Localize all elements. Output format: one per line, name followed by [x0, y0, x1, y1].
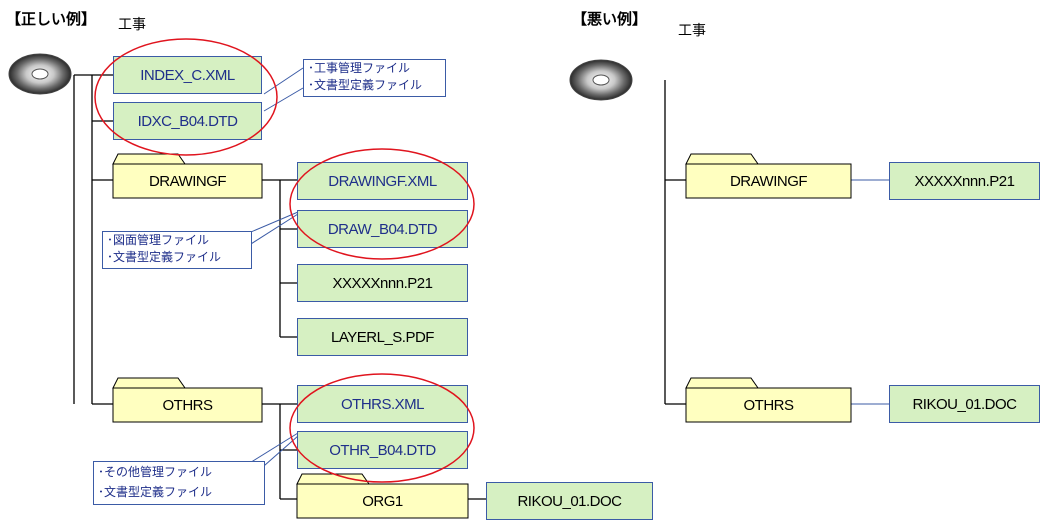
cd-disc-icon [569, 59, 633, 101]
othrs-note: ･その他管理ファイル ･文書型定義ファイル [93, 461, 265, 505]
bad-example-heading: 【悪い例】 [572, 10, 648, 28]
folder-drawingf: DRAWINGF [148, 172, 227, 190]
folder-icon [112, 153, 186, 165]
note-line: ･図面管理ファイル [107, 233, 210, 247]
cd-disc-icon [8, 53, 72, 95]
folder-org1: ORG1 [362, 492, 403, 510]
folder-icon [296, 483, 469, 519]
folder-icon [685, 387, 852, 423]
good-example-heading: 【正しい例】 [6, 10, 97, 28]
file-index-xml: INDEX_C.XML [113, 56, 262, 94]
file-draw-dtd: DRAW_B04.DTD [297, 210, 468, 248]
folder-icon [685, 377, 759, 389]
folder-icon [685, 163, 852, 199]
file-layerl-pdf: LAYERL_S.PDF [297, 318, 468, 356]
folder-icon [685, 153, 759, 165]
note-line: ･その他管理ファイル [98, 465, 213, 479]
folder-othrs: OTHRS [162, 396, 214, 414]
file-idxc-dtd: IDXC_B04.DTD [113, 102, 262, 140]
note-line: ･文書型定義ファイル [308, 78, 423, 92]
good-root-label: 工事 [118, 17, 146, 33]
bad-folder-drawingf: DRAWINGF [729, 172, 808, 190]
drawingf-note: ･図面管理ファイル ･文書型定義ファイル [102, 231, 252, 269]
file-othrs-xml: OTHRS.XML [297, 385, 468, 423]
folder-icon [112, 377, 186, 389]
note-line: ･工事管理ファイル [308, 61, 411, 75]
folder-icon [112, 163, 263, 199]
folder-icon [296, 473, 370, 485]
file-drawingf-xml: DRAWINGF.XML [297, 162, 468, 200]
folder-icon [112, 387, 263, 423]
file-p21: XXXXXnnn.P21 [297, 264, 468, 302]
bad-file-rikou-doc: RIKOU_01.DOC [889, 385, 1040, 423]
bad-file-p21: XXXXXnnn.P21 [889, 162, 1040, 200]
bad-root-label: 工事 [678, 23, 706, 39]
bad-tree-lines [664, 80, 686, 405]
note-line: ･文書型定義ファイル [107, 250, 222, 264]
file-othr-dtd: OTHR_B04.DTD [297, 431, 468, 469]
note-line: ･文書型定義ファイル [98, 485, 213, 499]
root-files-note: ･工事管理ファイル ･文書型定義ファイル [303, 59, 446, 97]
bad-folder-othrs: OTHRS [743, 396, 795, 414]
file-rikou-doc: RIKOU_01.DOC [486, 482, 653, 520]
